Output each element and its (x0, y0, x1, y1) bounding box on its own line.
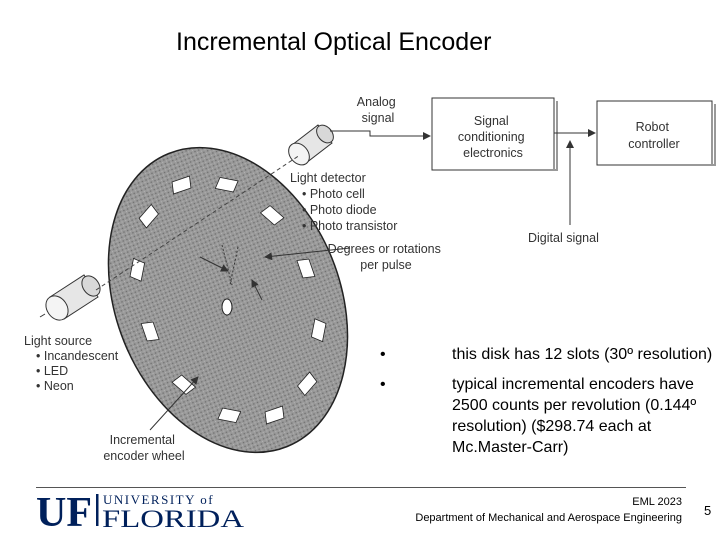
svg-text:Incremental encoder wheel: Incremental encoder wheel (103, 433, 184, 463)
bullet-marker: • (380, 376, 386, 393)
disk-slot (171, 175, 192, 195)
bullet-text: this disk has 12 slots (30º resolution) (452, 346, 713, 363)
encoder-wheel (107, 146, 349, 454)
disk-slot (171, 374, 197, 395)
svg-text:Light source • Incandescen: Light source • Incandescent • LED • Neon (24, 334, 122, 393)
course-code: EML 2023 (632, 496, 682, 508)
disk-slot (259, 205, 285, 226)
uf-logo: UF UNIVERSITY of FLORIDA (36, 490, 244, 530)
disk-slot (297, 371, 318, 397)
bullet-list: • this disk has 12 slots (30º resolution… (380, 344, 720, 467)
disk-slot (296, 258, 316, 279)
department-name: Department of Mechanical and Aerospace E… (415, 512, 682, 524)
logo-uf: UF (36, 490, 92, 530)
slide-title: Incremental Optical Encoder (176, 28, 492, 56)
disk-slot (138, 203, 159, 229)
disk-slot (217, 407, 242, 424)
disk-slot (140, 321, 160, 342)
logo-florida: FLORIDA (102, 506, 244, 530)
svg-text:Signal conditioning: Signal conditioning electronics (458, 114, 528, 160)
svg-text:Digital signal: Digital signal (528, 231, 599, 245)
bullet-marker: • (380, 346, 386, 363)
disk-slot (214, 176, 239, 193)
logo-university-of: UNIVERSITY of (103, 492, 214, 507)
bullet-text: typical incremental encoders have 2500 c… (452, 376, 697, 456)
disk-slot (129, 257, 146, 282)
bullet-item: • typical incremental encoders have 2500… (380, 374, 720, 458)
footer-divider (36, 487, 686, 488)
svg-text:Robot controller: Robot controller (628, 120, 679, 151)
bullet-item: • this disk has 12 slots (30º resolution… (380, 344, 720, 365)
svg-text:Light detector • Photo cel: Light detector • Photo cell • Photo diod… (290, 171, 397, 233)
disk-slots (129, 175, 327, 425)
light-source-icon (39, 274, 101, 321)
svg-text:Degrees or rotations per p: Degrees or rotations per pulse (328, 242, 445, 272)
signal-conditioning-box: Signal conditioning electronics (431, 97, 558, 171)
svg-text:Analog signal: Analog signal (357, 95, 399, 125)
disk-slot (310, 318, 327, 343)
encoder-diagram: Signal conditioning electronics Robot co… (24, 95, 716, 463)
light-detector-icon (288, 124, 334, 166)
disk-slot (264, 405, 285, 425)
page-number: 5 (704, 503, 712, 518)
robot-controller-box: Robot controller (596, 100, 716, 166)
